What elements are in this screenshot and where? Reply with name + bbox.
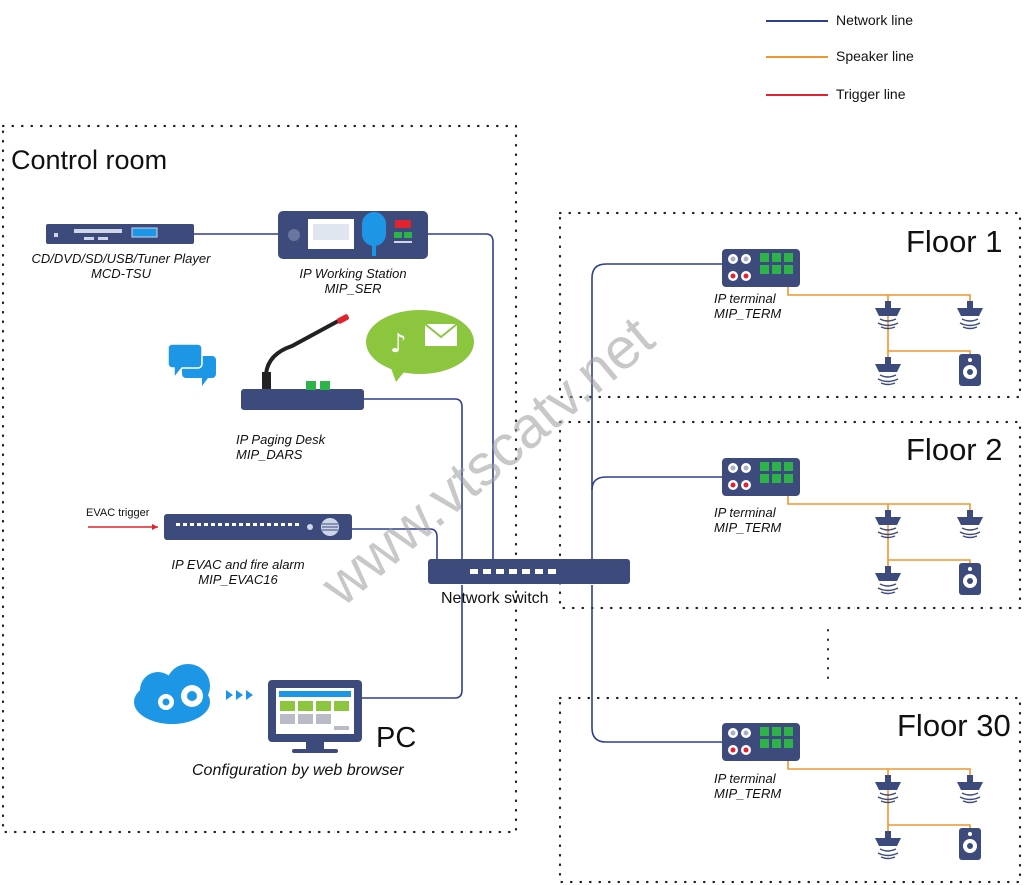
cloud-gear-icon [134,664,210,724]
legend-network-label: Network line [836,12,914,28]
control-room-title: Control room [11,145,168,175]
working-station-model: MIP_SER [324,281,382,296]
paging-desk-name: IP Paging Desk [236,432,326,447]
floor-1-terminal-name: IP terminal [714,291,776,306]
working-station-caption: IP Working Station MIP_SER [268,266,438,296]
floor-2-terminal-model: MIP_TERM [714,520,782,535]
floor-2-terminal-caption: IP terminal MIP_TERM [714,505,781,535]
player-caption: CD/DVD/SD/USB/Tuner Player MCD-TSU [10,251,232,281]
network-lines [194,233,724,743]
floor-1-terminal-model: MIP_TERM [714,306,782,321]
floor-30-zone [558,696,1022,884]
pc-label: PC [376,722,417,754]
floor-30-title: Floor 30 [897,708,1011,743]
network-switch-label: Network switch [441,590,549,607]
floor-30-terminal-model: MIP_TERM [714,786,782,801]
evac-caption: IP EVAC and fire alarm MIP_EVAC16 [150,557,326,587]
legend-trigger-label: Trigger line [836,86,906,102]
trigger-line [88,524,158,530]
evac-name: IP EVAC and fire alarm [171,557,305,572]
chat-bubbles-icon [167,343,216,386]
evac-trigger-label: EVAC trigger [86,507,150,519]
floor-30-terminal-caption: IP terminal MIP_TERM [714,771,781,801]
pc-caption: Configuration by web browser [192,762,404,779]
working-station-name: IP Working Station [299,266,407,281]
cd-player-device [46,224,194,244]
player-model: MCD-TSU [91,266,151,281]
legend-speaker-label: Speaker line [836,48,914,64]
floor-1-title: Floor 1 [906,224,1003,259]
floor-2-title: Floor 2 [906,432,1003,467]
floor-2-terminal-name: IP terminal [714,505,776,520]
paging-desk-device [241,314,364,410]
network-switch-device [428,559,630,584]
floor-1-terminal-caption: IP terminal MIP_TERM [714,291,781,321]
arrows-icon [226,690,253,700]
floor-30-terminal-name: IP terminal [714,771,776,786]
evac-model: MIP_EVAC16 [198,572,278,587]
floor-1-zone [558,211,1022,399]
evac-device [164,514,352,540]
paging-desk-model: MIP_DARS [236,447,303,462]
paging-desk-caption: IP Paging Desk MIP_DARS [236,432,325,462]
player-name: CD/DVD/SD/USB/Tuner Player [31,251,211,266]
svg-text:♪: ♪ [390,329,407,359]
control-room-zone [1,124,518,834]
working-station-device [278,211,428,259]
music-mail-cloud-icon: ♪ [366,310,474,382]
pc-monitor-device [268,680,362,753]
